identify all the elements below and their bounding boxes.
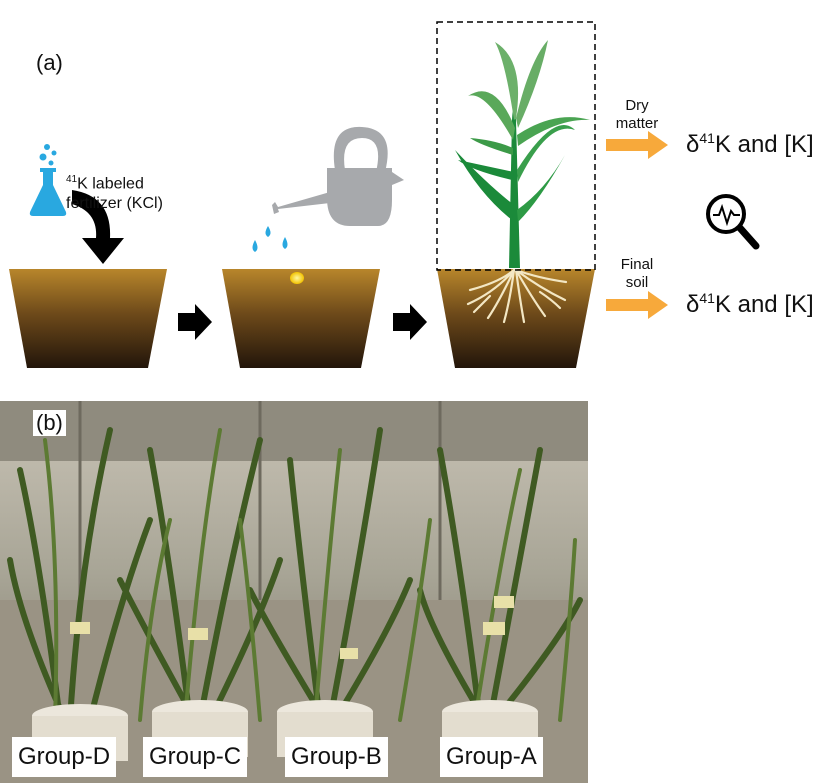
fertilizer-glow	[290, 272, 304, 284]
dry-matter-label-line2: matter	[615, 115, 659, 132]
result-sup: 41	[699, 290, 715, 306]
orange-arrow-icon	[606, 131, 668, 159]
soil-pot-final	[437, 269, 595, 368]
soil-pot-watered	[222, 269, 380, 368]
flask-icon	[29, 144, 67, 216]
result-delta: δ	[686, 131, 700, 158]
plant-icon	[455, 40, 590, 268]
group-label-a: Group-A	[440, 737, 543, 777]
watering-can-icon	[272, 126, 404, 226]
dry-matter-label-line1: Dry	[625, 97, 649, 114]
group-label-d: Group-D	[12, 737, 117, 777]
step-arrow-icon	[178, 304, 212, 340]
panel-b-label: (b)	[33, 410, 66, 436]
water-droplets-icon	[252, 226, 288, 252]
result-final-soil: δ41K and [K]	[686, 290, 814, 319]
orange-arrow-icon	[606, 291, 668, 319]
result-dry-matter: δ41K and [K]	[686, 130, 814, 159]
result-sup: 41	[699, 130, 715, 146]
final-soil-label-line1: Final	[620, 256, 654, 273]
result-text: K and [K]	[714, 131, 814, 158]
plant-roots	[466, 268, 568, 324]
panel-a-label: (a)	[36, 50, 63, 75]
final-soil-label-line2: soil	[625, 274, 649, 291]
step-arrow-icon	[393, 304, 427, 340]
fertilizer-label-line1: K labeled	[77, 175, 144, 193]
fertilizer-isotope-sup: 41	[66, 174, 78, 185]
group-label-b: Group-B	[285, 737, 388, 777]
magnifier-icon	[706, 194, 760, 250]
curved-arrow-icon	[72, 190, 124, 264]
result-delta: δ	[686, 291, 700, 318]
dry-matter-label: Dry matter	[606, 97, 668, 133]
fertilizer-label: 41K labeled fertilizer (KCl)	[66, 170, 163, 214]
greenhouse-photo	[0, 401, 588, 783]
fertilizer-label-line2: fertilizer (KCl)	[66, 195, 163, 213]
group-label-c: Group-C	[143, 737, 248, 777]
soil-pot-initial	[9, 269, 167, 368]
result-text: K and [K]	[714, 291, 814, 318]
final-soil-label: Final soil	[606, 256, 668, 292]
dry-matter-box	[436, 21, 596, 271]
